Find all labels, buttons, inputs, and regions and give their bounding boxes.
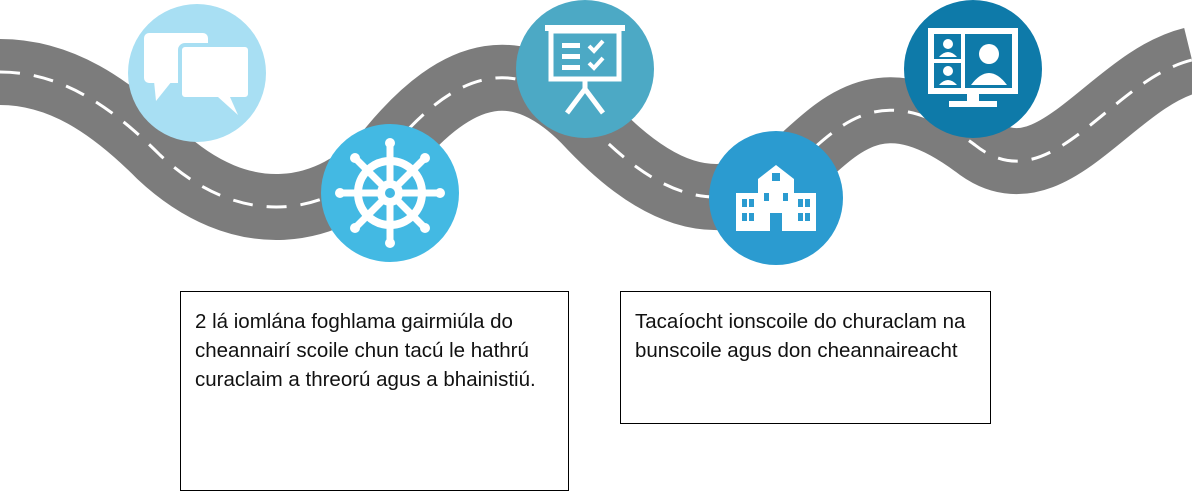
milestone-circle-1 [128, 4, 266, 142]
milestone-circle-5 [904, 0, 1042, 138]
ship-wheel-icon [335, 138, 445, 248]
milestone-circle-4 [709, 131, 843, 265]
description-box-1: 2 lá iomlána foghlama gairmiúla do chean… [180, 291, 569, 491]
presentation-board-icon [545, 25, 625, 115]
speech-bubbles-icon [144, 33, 252, 115]
video-conference-icon [928, 28, 1018, 107]
milestone-circle-2 [321, 124, 459, 262]
description-text-2: Tacaíocht ionscoile do churaclam na buns… [635, 310, 966, 362]
description-box-2: Tacaíocht ionscoile do churaclam na buns… [620, 291, 991, 424]
school-building-icon [736, 165, 816, 231]
description-text-1: 2 lá iomlána foghlama gairmiúla do chean… [195, 310, 536, 391]
milestone-circle-3 [516, 0, 654, 138]
